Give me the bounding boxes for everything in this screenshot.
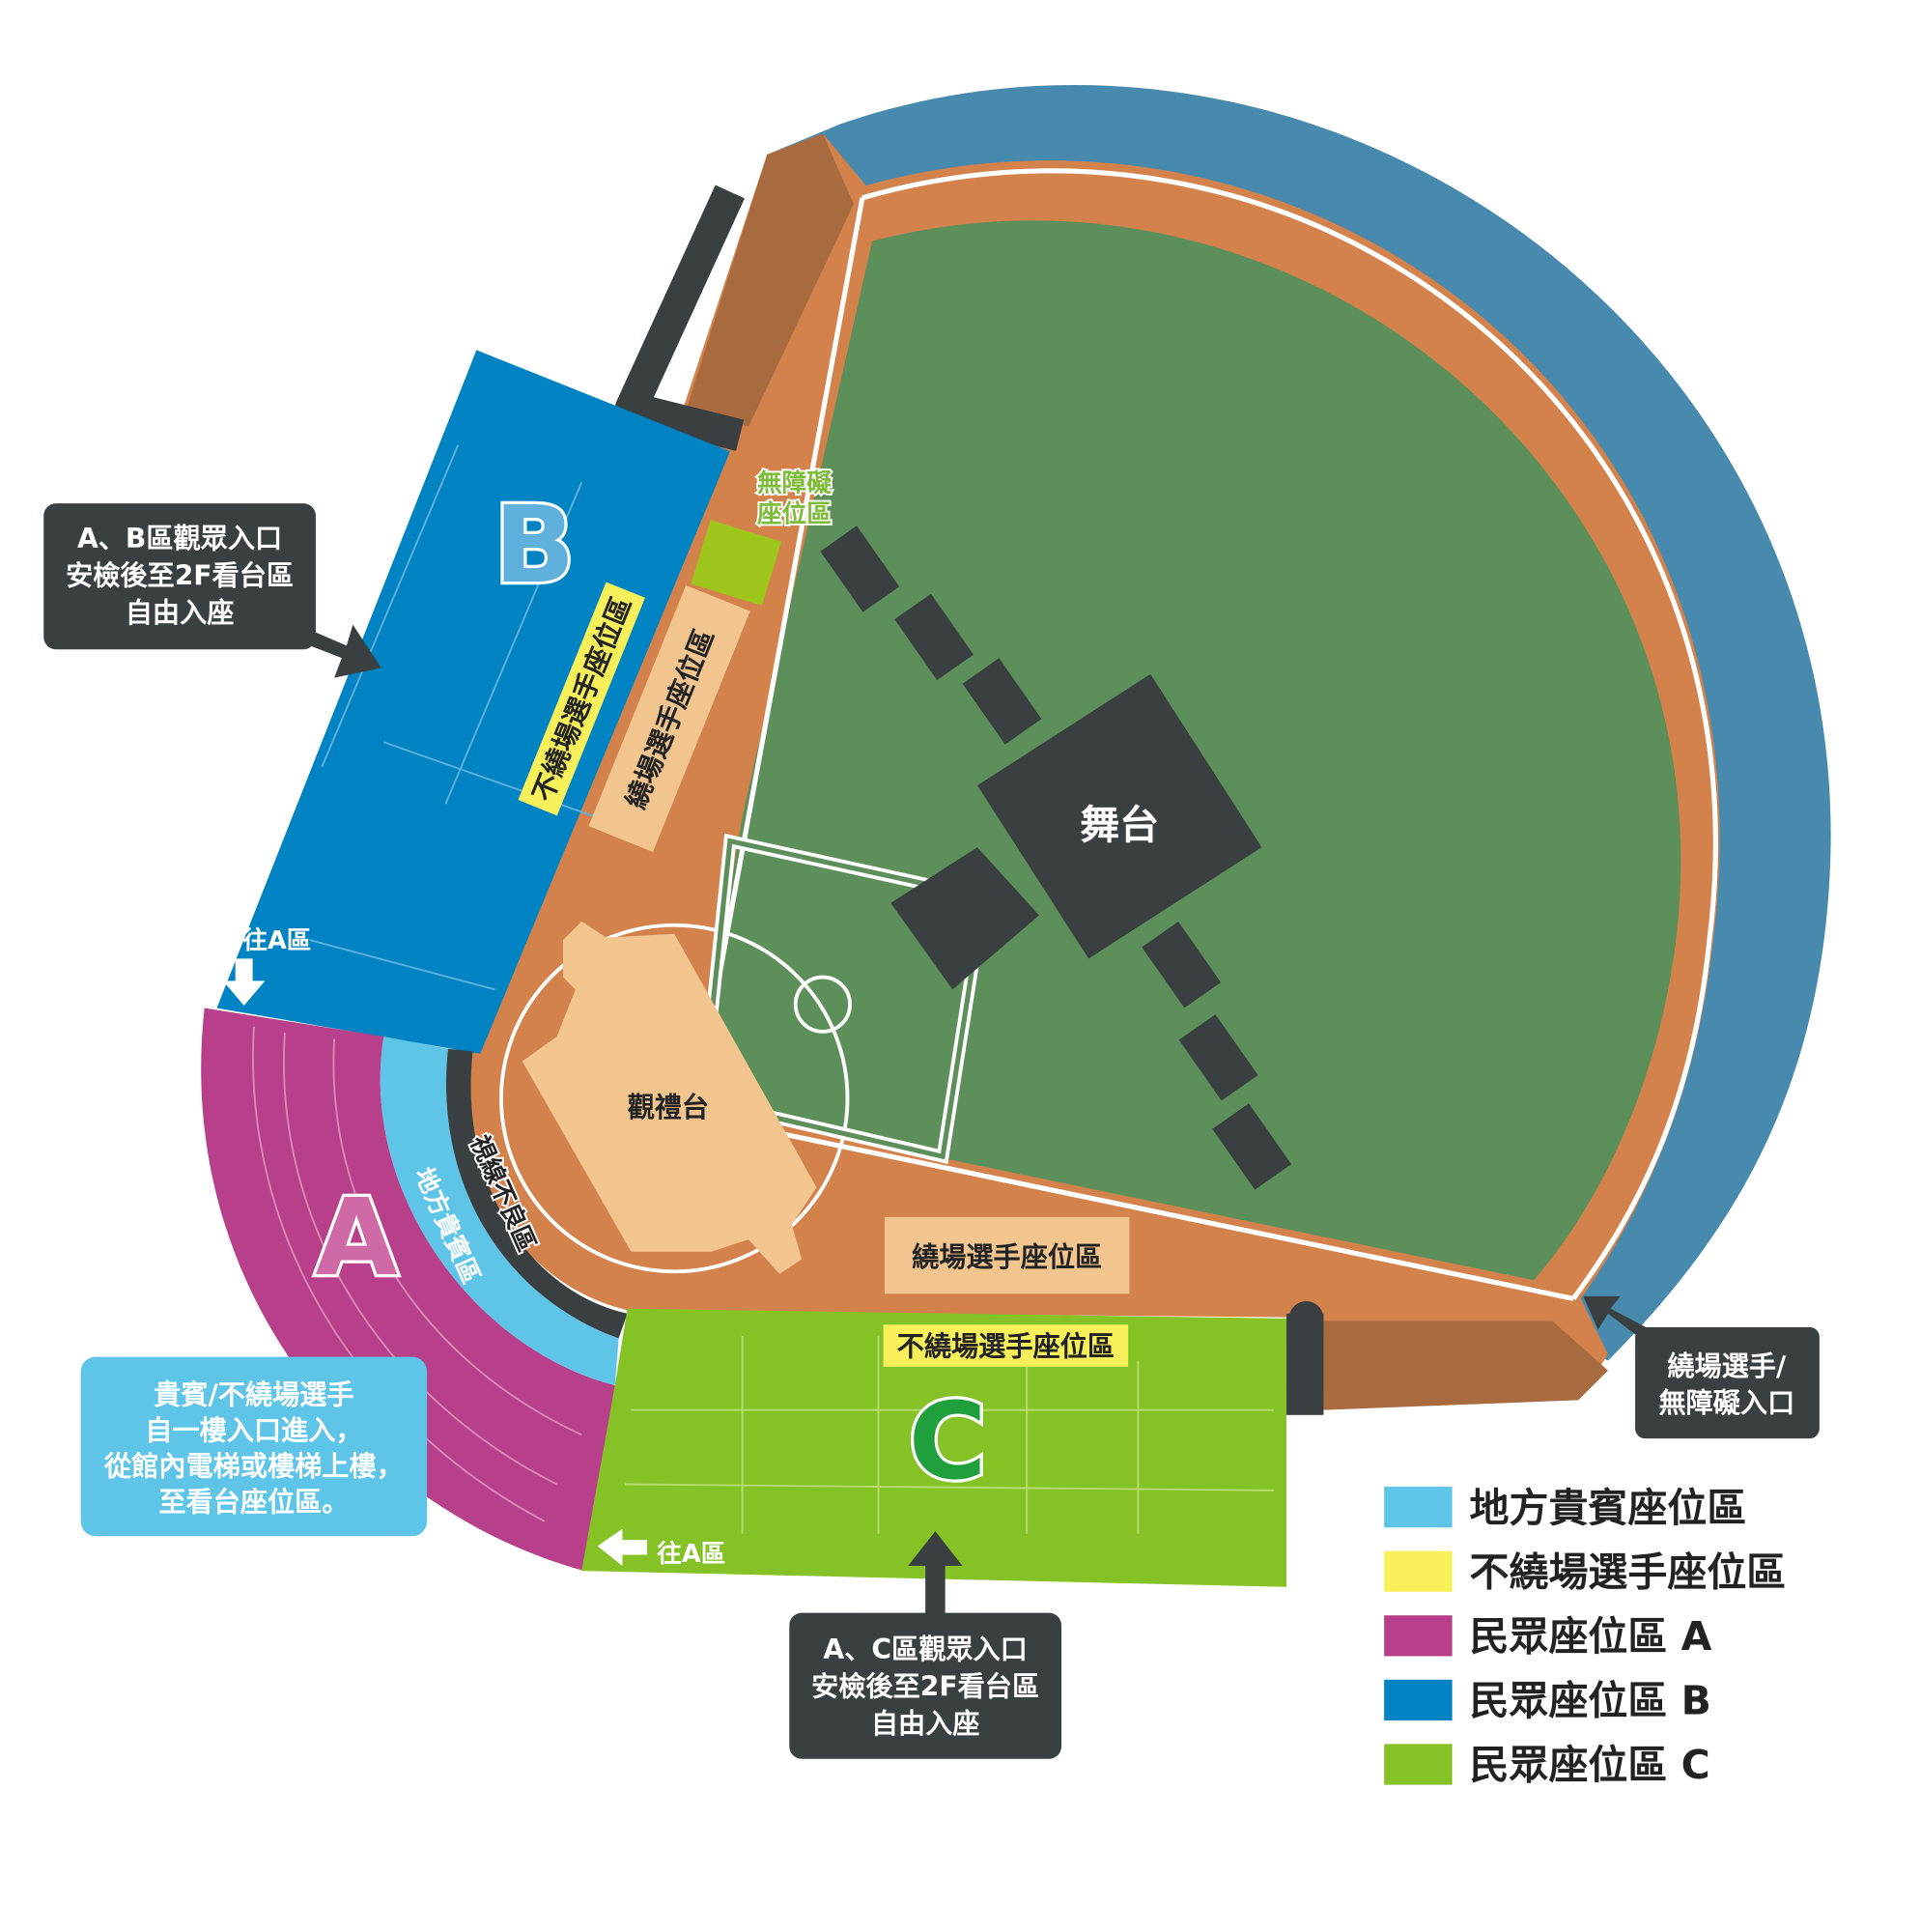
pitcher-circle [793,975,852,1034]
svg-text:往A區: 往A區 [657,1539,725,1569]
field-outline [861,168,1718,1300]
section-c-letter: C [909,1379,987,1503]
c-parade-label: 繞場選手座位區 [912,1241,1102,1273]
svg-text:無障礙入口: 無障礙入口 [1658,1387,1794,1419]
walkway-dashes [820,526,1292,1190]
svg-text:自由入座: 自由入座 [871,1708,980,1740]
dark-post [1288,1300,1324,1351]
section-c [581,1308,1287,1587]
infield-circle [499,923,850,1274]
arrow-down-icon [222,958,266,1006]
accessible-seating [691,520,782,606]
stage-ramp [890,847,1039,990]
svg-text:自一樓入口進入，: 自一樓入口進入， [145,1414,362,1446]
svg-text:至看台座位區。: 至看台座位區。 [158,1487,349,1519]
svg-text:從館內電梯或樓梯上樓，: 從館內電梯或樓梯上樓， [103,1451,404,1483]
legend: 地方貴賓座位區 不繞場選手座位區 民眾座位區 A 民眾座位區 B 民眾座位區 C [1384,1485,1786,1788]
legend-swatch [1384,1744,1453,1785]
stage [976,673,1262,959]
section-a [201,1008,615,1572]
to-a-bottom[interactable]: 往A區 [597,1528,725,1570]
ab-entrance-callout: A、B區觀眾入口 安檢後至2F看台區 自由入座 [43,503,381,678]
section-a-letter: A [316,1176,398,1299]
c-nonparade-label: 不繞場選手座位區 [897,1330,1115,1362]
vip-note-callout: 貴賓/不繞場選手 自一樓入口進入， 從館內電梯或樓梯上樓， 至看台座位區。 [80,1356,428,1537]
svg-text:自由入座: 自由入座 [126,597,235,629]
accessible-label: 無障礙座位區 [757,468,832,528]
legend-swatch [1384,1615,1453,1657]
svg-text:A、B區觀眾入口: A、B區觀眾入口 [77,523,282,554]
legend-label: 民眾座位區 B [1470,1678,1711,1724]
svg-text:安檢後至2F看台區: 安檢後至2F看台區 [66,560,294,592]
reviewing-stand [522,921,817,1274]
foul-line-right [742,1122,1574,1301]
wall-top [687,133,854,427]
legend-label: 地方貴賓座位區 [1470,1485,1747,1531]
legend-swatch [1384,1487,1453,1528]
wall-bottom-right [1323,1321,1608,1410]
legend-label: 不繞場選手座位區 [1470,1548,1787,1595]
legend-swatch [1384,1550,1453,1592]
entrance-arrow-icon [908,1531,963,1616]
arrow-left-icon [597,1528,648,1566]
section-b [216,350,730,1054]
section-b-letter: B [494,483,576,607]
to-a-top[interactable]: 往A區 [222,925,311,1006]
svg-text:往A區: 往A區 [242,925,311,955]
legend-label: 民眾座位區 A [1470,1613,1712,1660]
dark-wall-top [614,185,745,451]
svg-text:A、C區觀眾入口: A、C區觀眾入口 [823,1634,1027,1665]
bad-view-ring [445,1048,628,1339]
stage-label: 舞台 [1080,802,1159,848]
reviewing-stand-label: 觀禮台 [628,1092,709,1123]
parade-entrance-callout: 繞場選手/ 無障礙入口 [1583,1295,1820,1439]
entrance-arrow-icon [296,624,381,678]
svg-text:貴賓/不繞場選手: 貴賓/不繞場選手 [154,1378,353,1410]
vip-ring [380,1036,619,1386]
legend-swatch [1384,1679,1453,1721]
svg-text:繞場選手/: 繞場選手/ [1667,1350,1787,1382]
legend-label: 民眾座位區 C [1470,1742,1710,1788]
svg-text:安檢後至2F看台區: 安檢後至2F看台區 [811,1670,1039,1702]
ac-entrance-callout: A、C區觀眾入口 安檢後至2F看台區 自由入座 [789,1531,1061,1759]
